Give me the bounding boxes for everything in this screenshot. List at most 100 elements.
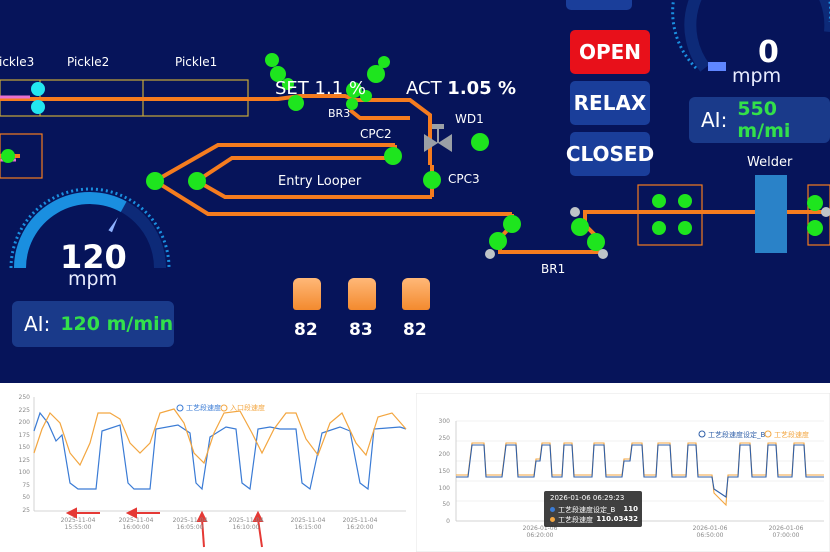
y-tick-label: 300 — [438, 418, 450, 425]
tooltip-time: 2026-01-06 06:29:23 — [550, 494, 625, 502]
trend-chart-right-plot — [416, 393, 830, 552]
act-label: ACT — [406, 78, 442, 99]
top-button[interactable] — [566, 0, 632, 10]
annotation-arrowhead — [125, 507, 137, 519]
valve-icon[interactable] — [424, 134, 438, 152]
legend-orange[interactable]: 入口段速度 — [230, 404, 265, 412]
open-button[interactable]: OPEN — [570, 30, 650, 74]
gauge-right-unit: mpm — [732, 65, 782, 87]
tooltip-name: 工艺段速度 — [558, 516, 593, 524]
roller-node[interactable] — [503, 215, 521, 233]
section-pickle1: Pickle1 — [175, 55, 218, 69]
y-tick-label: 100 — [438, 484, 450, 492]
roll-box — [637, 184, 703, 246]
valve-icon[interactable] — [438, 134, 452, 152]
strip-line — [348, 108, 410, 120]
label-br3: BR3 — [328, 107, 351, 120]
entry-box — [0, 133, 43, 179]
roller-node[interactable] — [652, 194, 666, 208]
y-tick-label: 175 — [18, 431, 30, 439]
roller-node[interactable] — [346, 98, 358, 110]
gauge-right-needle — [708, 62, 726, 71]
ai-right-value: 550 m/mi — [737, 98, 791, 142]
label-cpc3: CPC3 — [448, 172, 480, 186]
gauge-right-value: 0 — [758, 35, 779, 70]
legend-marker-orange — [220, 404, 228, 412]
temp-indicator-2 — [348, 278, 376, 310]
gauge-left-value: 120 — [60, 238, 127, 276]
tooltip-row: 工艺段速度 110.03432 — [550, 515, 638, 525]
tooltip-row: 工艺段速度设定_B 110 — [550, 505, 638, 515]
legend-blue[interactable]: 工艺段速度 — [186, 404, 221, 412]
idler-node — [821, 207, 830, 217]
roller-node[interactable] — [270, 66, 286, 82]
roller-node[interactable] — [807, 195, 823, 211]
legend-marker-orange — [764, 430, 772, 438]
roller-node[interactable] — [346, 82, 362, 98]
temp-value-1: 82 — [294, 320, 318, 340]
legend-marker-blue — [176, 404, 184, 412]
act-readout: ACT 1.05 % — [406, 78, 516, 99]
series-orange-line — [33, 408, 407, 467]
label-valve: WD1 — [455, 112, 484, 126]
annotation-arrow — [257, 518, 263, 548]
y-tick-label: 50 — [22, 494, 30, 501]
roller-node[interactable] — [146, 172, 164, 190]
legend-orange[interactable]: 工艺段速度 — [774, 431, 809, 439]
roller-node[interactable] — [678, 194, 692, 208]
roller-node[interactable] — [571, 218, 589, 236]
roller-node[interactable] — [188, 172, 206, 190]
annotation-arrow — [201, 518, 205, 548]
roller-node[interactable] — [282, 78, 294, 90]
idler-node — [570, 207, 580, 217]
y-tick-label: 200 — [438, 451, 450, 459]
roller-node[interactable] — [288, 95, 304, 111]
sensor-node[interactable] — [31, 82, 45, 96]
roller-node[interactable] — [471, 133, 489, 151]
closed-button[interactable]: CLOSED — [566, 132, 654, 176]
temp-value-3: 82 — [403, 320, 427, 340]
annotation-arrowhead — [196, 510, 208, 522]
roller-node[interactable] — [652, 221, 666, 235]
roller-node[interactable] — [587, 233, 605, 251]
y-tick-label: 200 — [18, 419, 30, 426]
label-welder: Welder — [747, 155, 793, 170]
legend-blue[interactable]: 工艺段速度设定_B — [708, 431, 766, 439]
ai-left-label: AI: — [24, 312, 51, 336]
roller-node[interactable] — [384, 147, 402, 165]
roller-node[interactable] — [378, 56, 390, 68]
roller-node[interactable] — [360, 90, 372, 102]
section-pickle3: ickle3 — [0, 55, 35, 69]
roller-node[interactable] — [423, 171, 441, 189]
y-tick-label: 0 — [446, 518, 450, 525]
y-tick-label: 25 — [22, 506, 30, 514]
tooltip-value: 110.03432 — [596, 515, 638, 523]
roller-node[interactable] — [1, 149, 15, 163]
set-value: SET 1.1 % — [275, 78, 366, 99]
roller-node[interactable] — [367, 65, 385, 83]
idler-node — [485, 249, 495, 259]
act-value: 1.05 % — [447, 78, 517, 99]
roller-node[interactable] — [807, 220, 823, 236]
roller-node[interactable] — [678, 221, 692, 235]
sensor-node[interactable] — [31, 100, 45, 114]
gauge-left-fill — [14, 192, 127, 269]
roller-node[interactable] — [265, 53, 279, 67]
roller-node[interactable] — [489, 232, 507, 250]
y-tick-label: 50 — [442, 501, 450, 509]
annotation-arrows — [65, 507, 264, 548]
relax-button[interactable]: RELAX — [570, 81, 650, 125]
sensor-group — [31, 82, 45, 114]
label-entry-looper: Entry Looper — [278, 174, 362, 189]
y-tick-label: 225 — [18, 406, 30, 414]
temp-indicator-1 — [293, 278, 321, 310]
annotation-arrowhead — [252, 510, 264, 522]
strip-line — [0, 94, 432, 165]
trend-chart-left-plot — [33, 397, 407, 548]
